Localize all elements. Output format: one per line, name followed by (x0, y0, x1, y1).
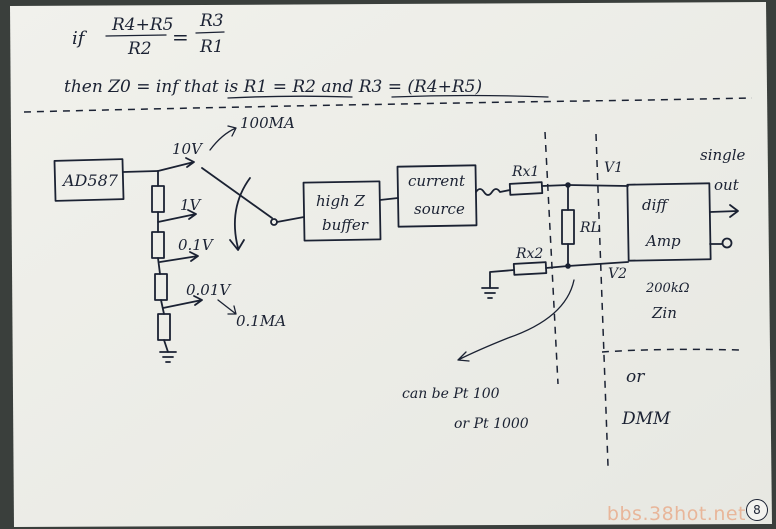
current-source-line2: source (414, 200, 465, 218)
tap-arrow-10v (157, 157, 195, 172)
ground-symbol-divider (159, 351, 177, 363)
equals-sign: = (172, 25, 189, 49)
underline-right (391, 94, 549, 98)
wire-v2-amp (567, 261, 629, 267)
output-scribble (721, 237, 733, 249)
fraction-right-bar (195, 31, 225, 34)
wire-rx2-ground (489, 269, 515, 289)
then-equation: then Z0 = inf that is R1 = R2 and R3 = (… (64, 77, 482, 97)
boundary-line-right (595, 133, 609, 467)
range-switch-blade (201, 167, 273, 219)
label-rx2: Rx2 (515, 246, 543, 262)
boundary-line-left (544, 131, 559, 385)
wire-rx2-node (545, 265, 569, 269)
range-label-001v: 0.01V (186, 281, 232, 299)
tap-arrow-1v (157, 209, 197, 223)
high-z-buffer-block (302, 180, 382, 242)
current-label-100ma: 100MA (240, 114, 295, 132)
wire-ad587-out (122, 170, 159, 173)
note-or-pt1000: or Pt 1000 (454, 416, 529, 432)
divider-wire-3 (160, 299, 165, 315)
wire-rx1-node (541, 184, 569, 187)
pt-annotation-arrow (457, 279, 575, 362)
fraction-left-numerator: R4+R5 (111, 15, 173, 35)
diff-amp-line2: Amp (644, 232, 681, 250)
range-label-10v: 10V (172, 140, 204, 158)
ground-symbol-rx2 (481, 287, 499, 299)
divider-wire-4 (163, 339, 169, 353)
section-divider (23, 97, 753, 113)
current-arrow-01ma (217, 299, 237, 315)
label-rx1: Rx1 (511, 164, 539, 180)
ad587-block (53, 158, 125, 202)
diff-amp-block (626, 182, 712, 262)
underline-left (227, 95, 353, 99)
current-source-block (396, 164, 478, 228)
tap-arrow-001v (162, 295, 203, 309)
fraction-left-bar (105, 34, 167, 37)
single-out-line1: single (700, 146, 746, 164)
label-rl: RL (579, 220, 600, 236)
current-arrow-100ma (209, 125, 237, 151)
fraction-right-numerator: R3 (199, 11, 224, 31)
label-v2: V2 (608, 266, 627, 282)
fraction-left-denominator: R2 (127, 39, 152, 59)
ad587-label: AD587 (61, 171, 119, 190)
wire-v1-amp (567, 184, 629, 187)
single-out-line2: out (714, 176, 740, 194)
note-alt-or: or (626, 367, 645, 387)
dmm-divider (601, 348, 741, 353)
page-number-badge: 8 (746, 499, 768, 521)
diff-amp-line1: diff (642, 196, 669, 214)
divider-wire-2 (157, 257, 161, 275)
range-label-1v: 1V (180, 196, 203, 214)
buffer-label-line2: buffer (322, 216, 369, 234)
wire-switch-buffer (276, 216, 305, 223)
impedance-line2: Zin (651, 304, 677, 322)
wire-buffer-source (379, 197, 399, 201)
impedance-line1: 200kΩ (645, 281, 690, 296)
current-source-line1: current (408, 172, 466, 190)
fraction-right-denominator: R1 (199, 37, 224, 57)
label-v1: V1 (604, 160, 623, 176)
resistor-rx1 (508, 181, 544, 196)
tap-arrow-01v (159, 251, 199, 263)
note-alt-dmm: DMM (621, 409, 671, 429)
paper-sheet (10, 2, 772, 527)
coil-wire-rx1 (475, 188, 511, 196)
buffer-label-line1: high Z (316, 192, 365, 210)
range-label-01v: 0.1V (178, 236, 215, 254)
output-arrow (709, 204, 739, 218)
watermark: bbs.38hot.net (606, 503, 746, 525)
if-word: if (72, 28, 88, 49)
current-label-01ma: 0.1MA (236, 312, 286, 330)
switch-sweep-arrow (229, 177, 251, 251)
note-can-be-pt100: can be Pt 100 (402, 386, 500, 402)
